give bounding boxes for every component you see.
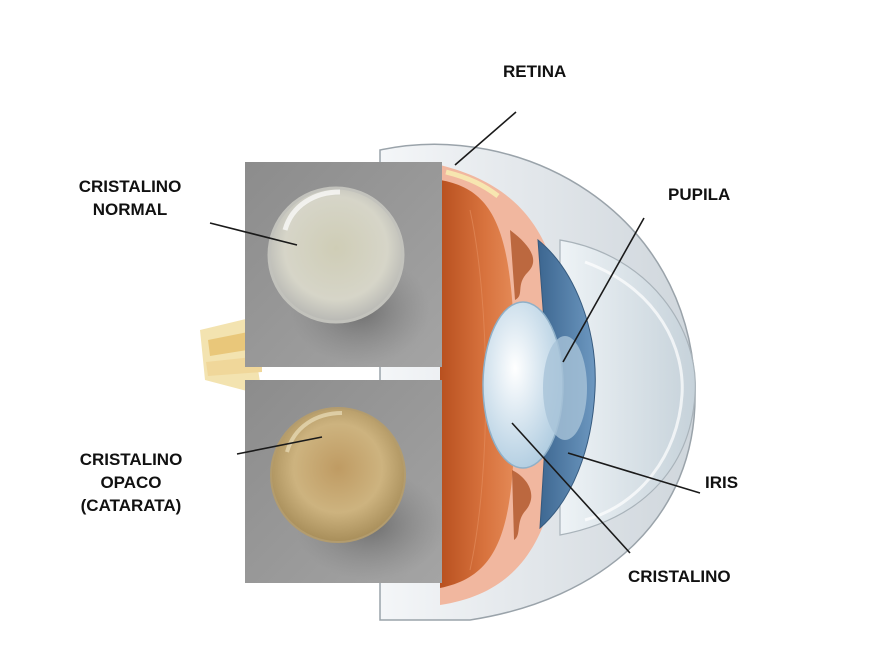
retina-label: RETINA — [503, 62, 567, 81]
iris-leader-line — [567, 452, 701, 494]
iris-label: IRIS — [705, 473, 739, 492]
inset-opaque-lens — [245, 380, 445, 583]
opaque-lens-image — [270, 407, 406, 543]
ciliary-body — [510, 230, 534, 300]
cristalino-label: CRISTALINO — [628, 567, 731, 586]
cristalino-opaco-label: CRISTALINO OPACO (CATARATA) — [79, 450, 183, 515]
leader-lines — [209, 111, 701, 554]
inset-normal-lens — [245, 162, 442, 367]
cristalino-leader-line — [511, 422, 631, 554]
pupila-label: PUPILA — [668, 185, 731, 204]
normal-leader-line — [209, 222, 298, 246]
choroid — [440, 180, 515, 588]
retina-leader-line — [454, 111, 517, 166]
normal-lens-image — [267, 186, 405, 324]
pupila-leader-line — [562, 217, 645, 363]
cristalino-normal-label: CRISTALINO NORMAL — [78, 177, 182, 219]
opaco-leader-line — [236, 436, 323, 455]
